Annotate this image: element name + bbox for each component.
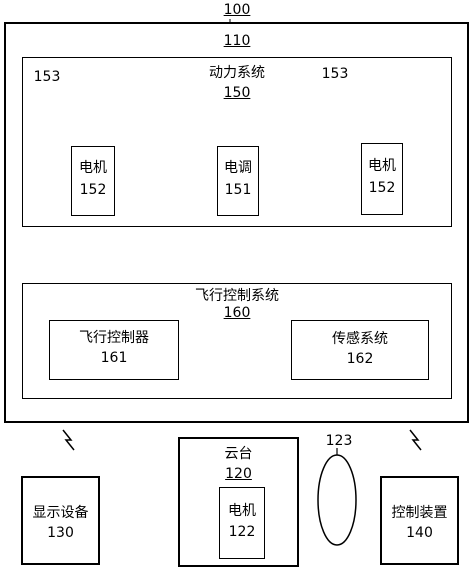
display-device-ref: 130 — [47, 525, 74, 541]
motor-left-box — [71, 146, 115, 216]
display-device-box — [21, 476, 100, 565]
wireless-link-left-icon — [62, 429, 75, 451]
system-ref: 100 — [223, 2, 251, 18]
esc-ref: 151 — [224, 182, 252, 198]
wireless-link-right-icon — [409, 429, 422, 451]
control-device-label: 控制装置 — [391, 505, 448, 521]
flight-control-system-box — [22, 283, 452, 399]
gimbal-motor-ref: 122 — [228, 524, 256, 540]
motor-right-ref: 152 — [368, 180, 396, 196]
propeller-left-ref: 153 — [33, 69, 61, 85]
flight-controller-label: 飞行控制器 — [79, 330, 149, 346]
gimbal-motor-box — [219, 487, 265, 559]
flight-control-system-label: 飞行控制系统 — [195, 288, 279, 304]
control-device-box — [380, 476, 459, 565]
power-system-box — [22, 57, 452, 227]
power-system-label: 动力系统 — [209, 65, 265, 81]
motor-left-ref: 152 — [79, 182, 107, 198]
flight-controller-ref: 161 — [100, 350, 128, 366]
flight-controller-box — [49, 320, 179, 380]
esc-box — [217, 146, 259, 216]
sensing-system-box — [291, 320, 429, 380]
display-device-label: 显示设备 — [32, 505, 89, 521]
uav-ref: 110 — [223, 33, 251, 49]
motor-right-box — [361, 143, 403, 215]
motor-right-label: 电机 — [368, 158, 396, 174]
sensing-system-label: 传感系统 — [332, 331, 388, 347]
control-device-ref: 140 — [406, 525, 433, 541]
ring-ellipse — [317, 454, 357, 546]
power-system-ref: 150 — [223, 85, 251, 101]
gimbal-motor-label: 电机 — [228, 503, 256, 519]
ring-ref: 123 — [325, 433, 353, 449]
esc-label: 电调 — [224, 160, 252, 176]
flight-control-system-ref: 160 — [223, 305, 251, 321]
sensing-system-ref: 162 — [346, 351, 374, 367]
propeller-right-ref: 153 — [321, 66, 349, 82]
gimbal-label: 云台 — [224, 446, 253, 462]
gimbal-ref: 120 — [225, 466, 252, 482]
motor-left-label: 电机 — [79, 160, 107, 176]
